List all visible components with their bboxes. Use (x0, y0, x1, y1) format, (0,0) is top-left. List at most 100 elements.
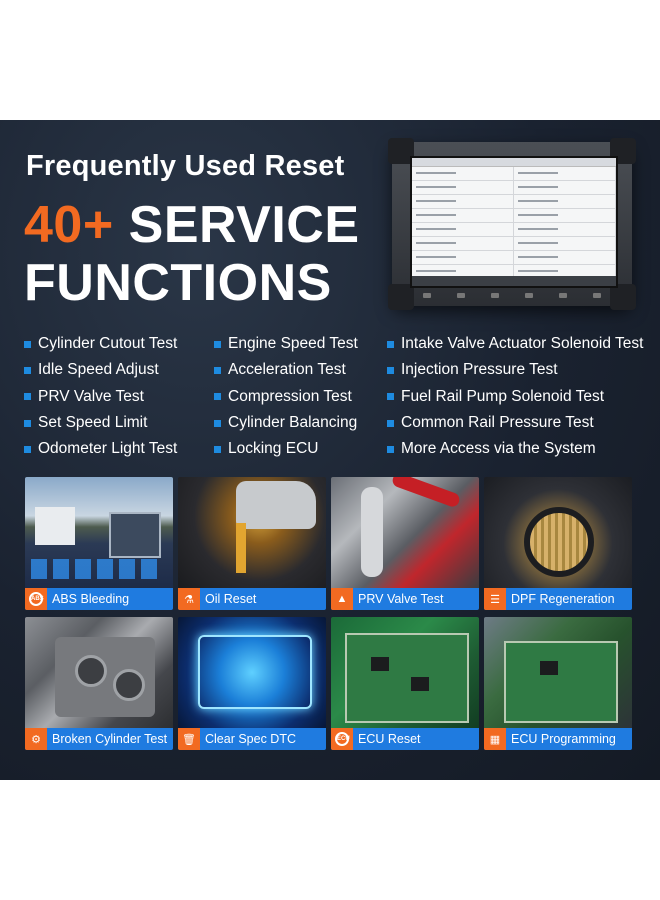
feature-item: Compression Test (214, 384, 358, 410)
feature-label: Intake Valve Actuator Solenoid Test (401, 335, 644, 353)
headline-line-1: 40+ SERVICE (24, 196, 360, 254)
screen-row (412, 181, 616, 195)
bumper-corner (610, 284, 636, 310)
ecu-reset-photo (331, 617, 479, 728)
cylinder-photo (25, 617, 173, 728)
tile-abs-bleeding: ABS ABS Bleeding (25, 477, 173, 610)
tile-ecu-reset: ECU ECU Reset (331, 617, 479, 750)
tile-label: ▲ PRV Valve Test (331, 588, 479, 610)
feature-label: Engine Speed Test (228, 335, 358, 353)
chip-icon: ▦ (484, 728, 506, 750)
feature-item: Cylinder Cutout Test (24, 331, 177, 357)
feature-item: Fuel Rail Pump Solenoid Test (387, 384, 643, 410)
oil-can-icon: ⚗ (178, 588, 200, 610)
tile-label-text: PRV Valve Test (358, 592, 444, 606)
bullet-icon (24, 445, 31, 453)
promo-banner: Frequently Used Reset 40+ SERVICE FUNCTI… (0, 120, 660, 780)
trash-icon: 🗑 (178, 728, 200, 750)
cylinder-icon: ⚙ (25, 728, 47, 750)
bumper-corner (388, 284, 414, 310)
bullet-icon (387, 445, 394, 453)
headline-service: SERVICE (113, 196, 360, 254)
feature-item: Cylinder Balancing (214, 410, 358, 436)
abs-icon: ABS (25, 588, 47, 610)
tile-label: ▦ ECU Programming (484, 728, 632, 750)
headline-line-2: FUNCTIONS (24, 254, 332, 312)
feature-label: Acceleration Test (228, 361, 346, 379)
screen-row (412, 209, 616, 223)
valve-photo (331, 477, 479, 588)
screen-row (412, 167, 616, 181)
bullet-icon (387, 419, 394, 427)
feature-item: Set Speed Limit (24, 410, 177, 436)
screen-bottom-bar (412, 276, 616, 286)
oil-photo (178, 477, 326, 588)
tablet-nav-strip (410, 290, 614, 300)
feature-item: Common Rail Pressure Test (387, 410, 643, 436)
dpf-photo (484, 477, 632, 588)
tile-label: ECU ECU Reset (331, 728, 479, 750)
feature-label: Injection Pressure Test (401, 361, 558, 379)
dtc-photo (178, 617, 326, 728)
screen-row (412, 195, 616, 209)
tile-label-text: ECU Reset (358, 732, 421, 746)
bullet-icon (24, 366, 31, 374)
feature-item: PRV Valve Test (24, 384, 177, 410)
bullet-icon (214, 393, 221, 401)
ecu-reset-icon: ECU (331, 728, 353, 750)
feature-item: More Access via the System (387, 436, 643, 462)
feature-label: Common Rail Pressure Test (401, 414, 594, 432)
feature-item: Odometer Light Test (24, 436, 177, 462)
bullet-icon (24, 419, 31, 427)
tablet-screen (410, 156, 618, 288)
bullet-icon (214, 340, 221, 348)
bullet-icon (387, 366, 394, 374)
tile-clear-spec-dtc: 🗑 Clear Spec DTC (178, 617, 326, 750)
feature-item: Idle Speed Adjust (24, 357, 177, 383)
bullet-icon (387, 393, 394, 401)
headline: 40+ SERVICE FUNCTIONS (24, 196, 360, 312)
valve-icon: ▲ (331, 588, 353, 610)
tile-label-text: Clear Spec DTC (205, 732, 296, 746)
bullet-icon (24, 393, 31, 401)
feature-label: Cylinder Balancing (228, 414, 358, 432)
tile-label: ABS ABS Bleeding (25, 588, 173, 610)
tile-ecu-programming: ▦ ECU Programming (484, 617, 632, 750)
feature-item: Engine Speed Test (214, 331, 358, 357)
bumper-corner (388, 138, 414, 164)
feature-column-1: Cylinder Cutout Test Idle Speed Adjust P… (24, 331, 177, 462)
headline-number: 40+ (24, 196, 114, 254)
tile-prv-valve-test: ▲ PRV Valve Test (331, 477, 479, 610)
tile-broken-cylinder-test: ⚙ Broken Cylinder Test (25, 617, 173, 750)
feature-item: Intake Valve Actuator Solenoid Test (387, 331, 643, 357)
abs-photo (25, 477, 173, 588)
feature-list: Cylinder Cutout Test Idle Speed Adjust P… (0, 331, 660, 471)
tile-label-text: Broken Cylinder Test (52, 732, 168, 746)
feature-item: Locking ECU (214, 436, 358, 462)
tile-label-text: ABS Bleeding (52, 592, 130, 606)
tile-label: 🗑 Clear Spec DTC (178, 728, 326, 750)
tile-oil-reset: ⚗ Oil Reset (178, 477, 326, 610)
bullet-icon (24, 340, 31, 348)
feature-label: PRV Valve Test (38, 387, 144, 405)
tile-dpf-regeneration: ☰ DPF Regeneration (484, 477, 632, 610)
tile-label-text: DPF Regeneration (511, 592, 615, 606)
tile-label: ⚙ Broken Cylinder Test (25, 728, 173, 750)
eyebrow-heading: Frequently Used Reset (26, 150, 345, 182)
dpf-icon: ☰ (484, 588, 506, 610)
feature-label: Idle Speed Adjust (38, 361, 159, 379)
feature-label: Fuel Rail Pump Solenoid Test (401, 387, 605, 405)
feature-label: Odometer Light Test (38, 440, 178, 458)
feature-item: Acceleration Test (214, 357, 358, 383)
feature-column-2: Engine Speed Test Acceleration Test Comp… (214, 331, 358, 462)
feature-column-3: Intake Valve Actuator Solenoid Test Inje… (387, 331, 643, 462)
bullet-icon (214, 445, 221, 453)
tile-label: ⚗ Oil Reset (178, 588, 326, 610)
feature-label: Locking ECU (228, 440, 319, 458)
tile-label-text: ECU Programming (511, 732, 616, 746)
feature-label: Set Speed Limit (38, 414, 148, 432)
bullet-icon (387, 340, 394, 348)
tile-label: ☰ DPF Regeneration (484, 588, 632, 610)
tile-label-text: Oil Reset (205, 592, 257, 606)
screen-row (412, 237, 616, 251)
